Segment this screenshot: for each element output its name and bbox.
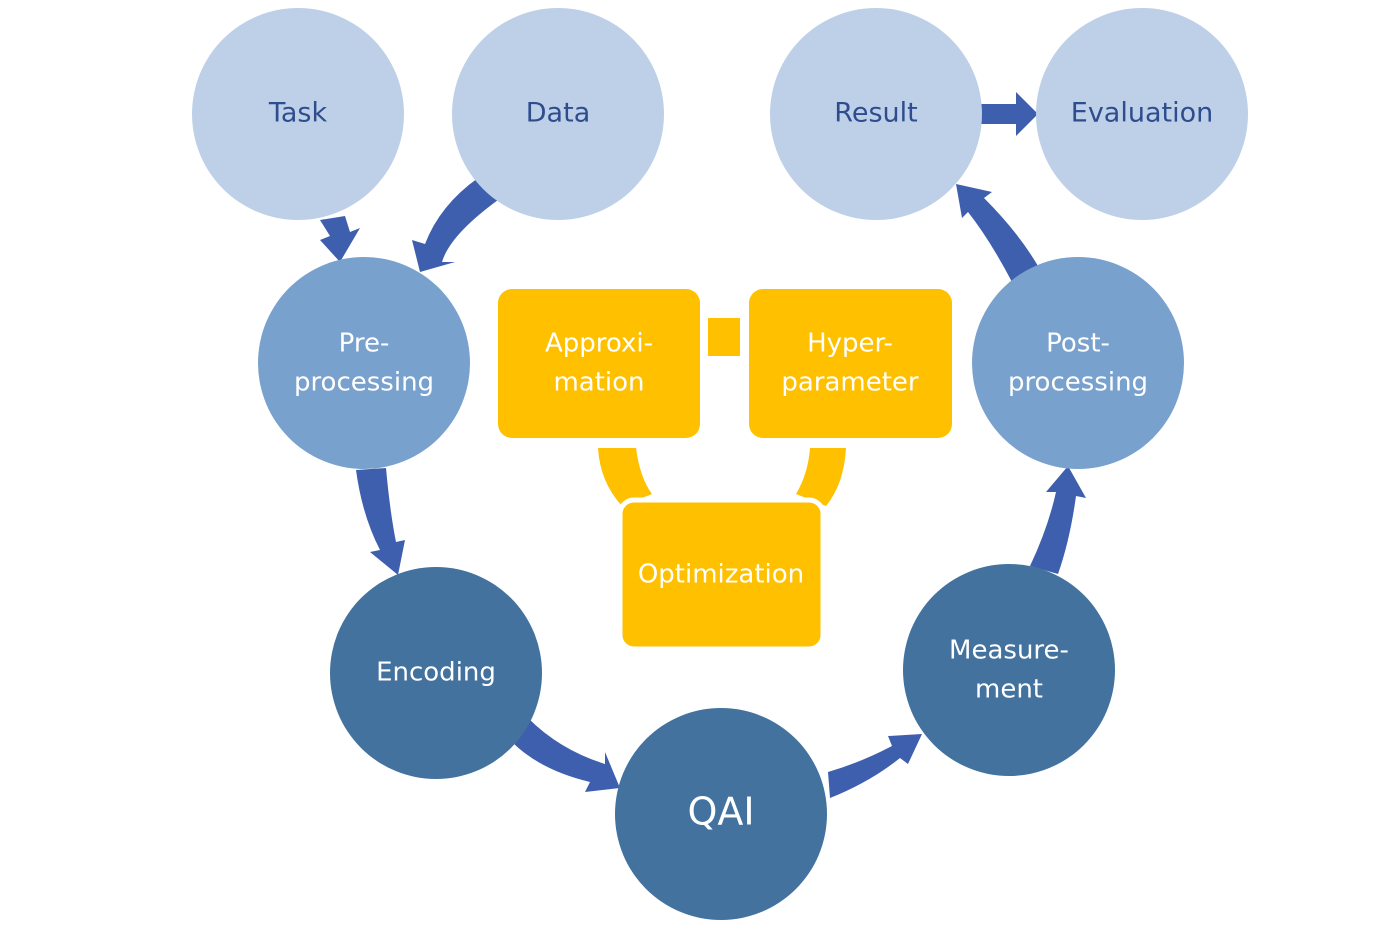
arrow-postprocessing-to-result [956,184,1038,282]
result-label: Result [834,98,917,129]
connector-approximation-optimization [598,448,652,506]
optimization-label: Optimization [638,560,804,590]
postprocessing-label-line2: processing [1008,368,1148,398]
arrow-encoding-to-qai [512,718,620,792]
approximation-label: Approxi- [545,329,653,359]
hyperparameter-label-line2: parameter [781,368,919,398]
optimization-connectors [598,318,846,506]
data-label: Data [526,98,590,129]
evaluation-label: Evaluation [1071,98,1213,129]
encoding-label: Encoding [376,658,496,688]
connector-hyperparameter-optimization [796,448,846,506]
postprocessing-node: Post- processing [972,257,1184,469]
preprocessing-label-line2: processing [294,368,434,398]
encoding-node: Encoding [330,567,542,779]
arrow-preprocessing-to-encoding [356,468,405,575]
approximation-box: Approxi- mation [498,289,700,438]
preprocessing-node: Pre- processing [258,257,470,469]
qai-label: QAI [687,790,754,834]
arrow-qai-to-measurement [828,734,922,798]
measurement-node: Measure- ment [903,564,1115,776]
arrow-result-to-evaluation [980,92,1038,136]
task-label: Task [268,98,328,129]
connector-approximation-hyperparameter [708,318,740,356]
preprocessing-label: Pre- [339,329,390,359]
arrow-data-to-preprocessing [412,178,498,272]
measurement-label: Measure- [949,636,1069,666]
pipeline-arrows [320,92,1086,798]
hyperparameter-label: Hyper- [807,329,893,359]
qai-node: QAI [615,708,827,920]
arrow-measurement-to-postprocessing [1030,466,1086,574]
evaluation-node: Evaluation [1036,8,1248,220]
optimization-box: Optimization [617,497,826,652]
approximation-label-line2: mation [553,368,644,398]
task-node: Task [192,8,404,220]
result-node: Result [770,8,982,220]
hyperparameter-box: Hyper- parameter [749,289,952,438]
postprocessing-label: Post- [1046,329,1110,359]
measurement-label-line2: ment [975,675,1043,705]
optimization-boxes: Approxi- mation Hyper- parameter Optimiz… [498,289,952,652]
data-node: Data [452,8,664,220]
arrow-task-to-preprocessing [320,216,360,262]
pipeline-nodes: Task Data Result Evaluation Pre- process… [192,8,1248,920]
